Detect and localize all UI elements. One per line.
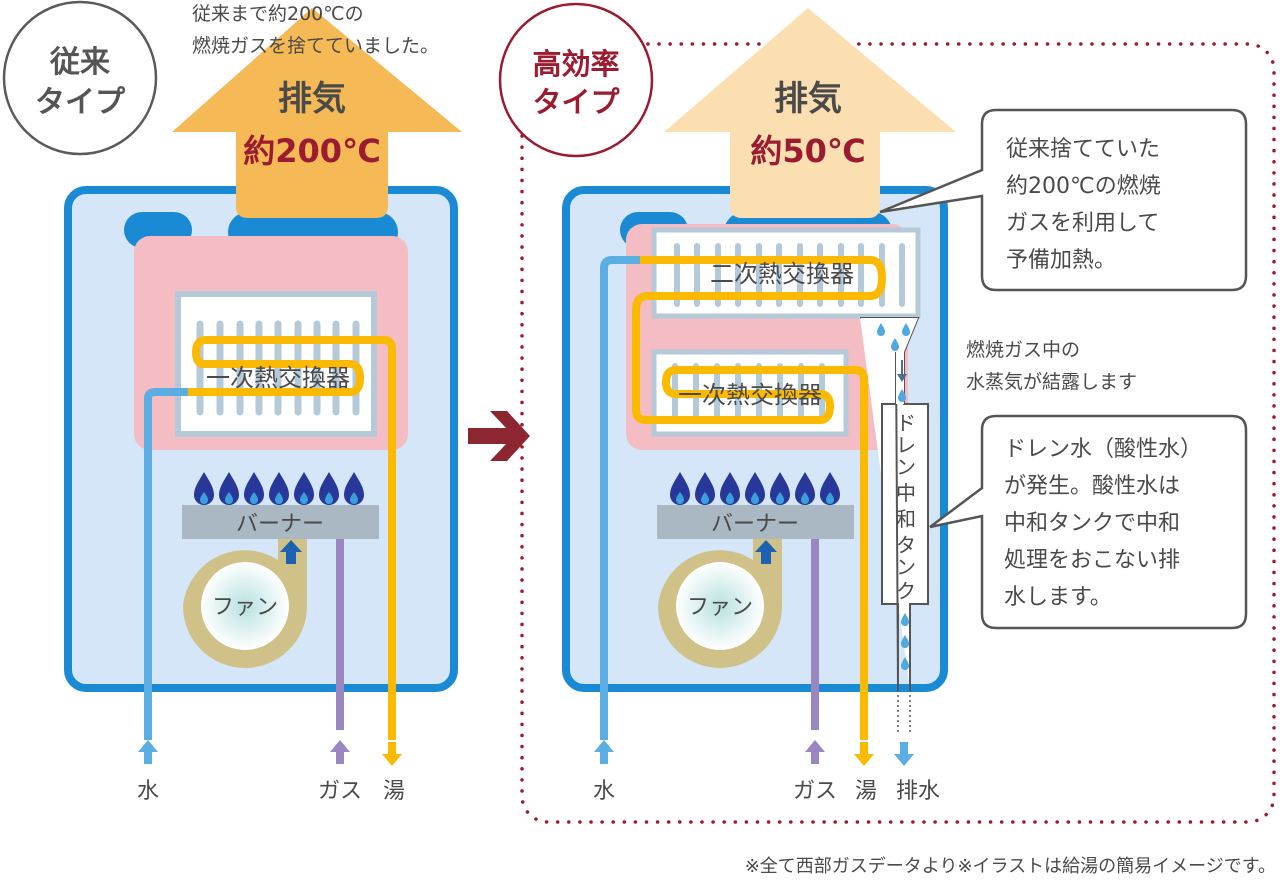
svg-text:水します。: 水します。 [1004, 585, 1112, 610]
conventional-exhaust-arrow [172, 8, 462, 218]
conventional-hot-water-pipe [188, 336, 396, 740]
high-eff-burner-label: バーナー [711, 512, 799, 537]
svg-text:ガスを利用して: ガスを利用して [1006, 211, 1159, 236]
conventional-type-badge: 従来 タイプ [2, 0, 158, 156]
conventional-note-line2: 燃焼ガスを捨てていました。 [192, 35, 439, 57]
drain-tank-label: ド レ ン 中 和 タ ン ク [896, 411, 916, 603]
gas-inlet-arrow-icon [330, 740, 350, 764]
footnote: ※全て西部ガスデータより※イラストは給湯の簡易イメージです。 [745, 856, 1276, 877]
comparison-arrow-icon [468, 411, 530, 461]
conventional-burner-label: バーナー [236, 512, 324, 537]
svg-text:ン: ン [896, 455, 916, 479]
svg-text:中: 中 [896, 481, 916, 505]
high-eff-exhaust-temp: 約50℃ [750, 132, 865, 170]
svg-text:和: 和 [896, 507, 916, 531]
svg-text:レ: レ [896, 433, 916, 457]
svg-text:が発生。酸性水は: が発生。酸性水は [1004, 474, 1180, 499]
airflow-arrow-icon [280, 540, 302, 564]
high-eff-outlet-drain: 排水 [896, 779, 940, 804]
svg-text:タ: タ [896, 533, 916, 557]
conventional-note-line1: 従来まで約200℃の [192, 3, 364, 25]
high-eff-burner [657, 505, 854, 539]
water-inlet-arrow-icon [594, 740, 614, 764]
svg-text:ドレン水（酸性水）: ドレン水（酸性水） [1004, 437, 1202, 462]
condensation-note-line1: 燃焼ガス中の [966, 339, 1080, 361]
high-eff-outlet-water: 水 [593, 779, 615, 804]
conventional-exhaust-label: 排気 [278, 79, 346, 119]
conventional-badge-line1: 従来 [49, 45, 110, 80]
high-eff-fan: ファン [658, 539, 782, 668]
high-eff-fan-label: ファン [687, 595, 753, 620]
svg-text:中和タンクで中和: 中和タンクで中和 [1004, 511, 1180, 536]
airflow-arrow-icon [755, 540, 777, 564]
high-eff-badge-line1: 高効率 [532, 47, 619, 81]
svg-text:約200℃の燃焼: 約200℃の燃焼 [1006, 174, 1161, 199]
high-eff-hot-water-pipe [632, 256, 887, 740]
hot-water-outlet-arrow-icon [854, 742, 874, 766]
condensation-drops [877, 323, 910, 670]
high-eff-secondary-exchanger-label: 二次熱交換器 [710, 260, 854, 288]
svg-text:予備加熱。: 予備加熱。 [1006, 248, 1116, 273]
svg-text:ド: ド [896, 411, 916, 435]
drain-funnel [860, 318, 918, 404]
hot-water-outlet-arrow-icon [382, 742, 402, 766]
conventional-burner [182, 505, 379, 539]
high-eff-exhaust-label: 排気 [774, 79, 842, 119]
condensation-note-line2: 水蒸気が結露します [966, 371, 1137, 393]
conventional-fan: ファン [183, 539, 307, 668]
svg-text:ク: ク [896, 579, 916, 603]
drain-outlet-arrow-icon [894, 742, 914, 766]
high-eff-badge-line2: タイプ [532, 85, 620, 119]
svg-text:従来捨てていた: 従来捨てていた [1006, 137, 1160, 162]
high-efficiency-type-badge: 高効率 タイプ [498, 2, 654, 158]
conventional-outlet-gas: ガス [318, 779, 362, 804]
conventional-fan-label: ファン [212, 595, 278, 620]
drain-flow-arrow-icon [897, 360, 907, 382]
conventional-cold-water-pipe [144, 388, 196, 740]
gas-inlet-arrow-icon [805, 740, 825, 764]
high-eff-outlet-hot: 湯 [855, 779, 877, 804]
high-eff-primary-exchanger-label: 一次熱交換器 [678, 381, 822, 409]
svg-text:ン: ン [896, 555, 916, 579]
preheat-callout: 従来捨てていた 約200℃の燃焼 ガスを利用して 予備加熱。 [879, 108, 1248, 292]
drain-water-callout: ドレン水（酸性水） が発生。酸性水は 中和タンクで中和 処理をおこない排 水しま… [929, 414, 1248, 630]
conventional-primary-exchanger-label: 一次熱交換器 [206, 364, 350, 392]
high-eff-exhaust-arrow [664, 8, 956, 218]
conventional-badge-line2: タイプ [35, 85, 126, 120]
high-eff-outlet-gas: ガス [793, 779, 837, 804]
water-inlet-arrow-icon [138, 740, 158, 764]
conventional-outlet-water: 水 [137, 779, 159, 804]
svg-text:処理をおこない排: 処理をおこない排 [1004, 548, 1180, 573]
conventional-outlet-hot: 湯 [383, 779, 405, 804]
conventional-exhaust-temp: 約200℃ [243, 132, 381, 170]
high-eff-cold-water-pipe [600, 256, 650, 740]
